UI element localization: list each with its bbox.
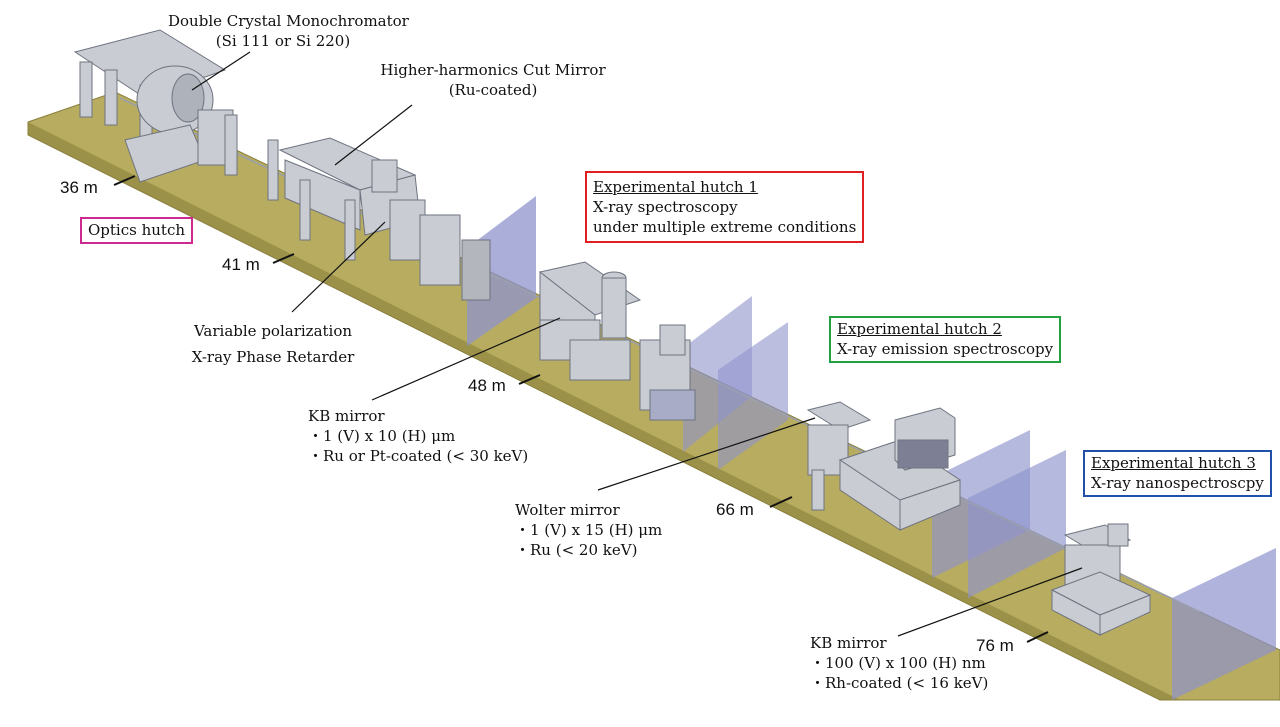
leader-lines [191,51,1083,637]
hhcm-label: Higher-harmonics Cut Mirror (Ru-coated) [378,60,608,100]
distance-76m: 76 m [976,636,1014,655]
wolter-mirror-spec2: ・Ru (< 20 keV) [515,541,638,559]
kb-mirror-1-title: KB mirror [308,407,385,425]
hutch3-line1: X-ray nanospectroscpy [1091,474,1264,492]
dcm-label-line1: Double Crystal Monochromator [168,12,409,30]
phase-retarder-label: Variable polarization X-ray Phase Retard… [178,318,368,370]
optics-hutch-title: Optics hutch [88,221,186,239]
kb-mirror-2-label: KB mirror ・100 (V) x 100 (H) nm ・Rh-coat… [810,633,988,693]
kb-mirror-1-label: KB mirror ・1 (V) x 10 (H) μm ・Ru or Pt-c… [308,406,528,466]
shield-wall-5 [968,450,1066,598]
shield-wall-2 [683,296,752,452]
shield-wall-1 [467,196,536,346]
hutch1-equipment [538,261,696,421]
wolter-mirror-title: Wolter mirror [515,501,620,519]
hutch1-title: Experimental hutch 1 [593,178,758,196]
dcm-label: Double Crystal Monochromator (Si 111 or … [168,11,409,51]
hhcm-label-line1: Higher-harmonics Cut Mirror [380,61,606,79]
hutch2-line1: X-ray emission spectroscopy [837,340,1054,358]
distance-48m: 48 m [468,376,506,395]
hhcm-label-line2: (Ru-coated) [448,81,538,99]
monochromator-equipment [73,29,238,183]
kb-mirror-1-spec2: ・Ru or Pt-coated (< 30 keV) [308,447,529,465]
hutch3-title: Experimental hutch 3 [1091,454,1256,472]
kb-mirror-2-spec2: ・Rh-coated (< 16 keV) [810,674,989,692]
hutch1-line1: X-ray spectroscopy [593,198,738,216]
mirror-equipment [267,137,491,301]
hutch1-line2: under multiple extreme conditions [593,218,857,236]
distance-66m: 66 m [716,500,754,519]
kb-mirror-2-title: KB mirror [810,634,887,652]
distance-ticks [113,175,1049,643]
floor-edge [28,122,1180,700]
phase-retarder-label-line2: X-ray Phase Retarder [191,348,355,366]
shield-wall-6 [1172,548,1276,700]
optics-hutch-box: Optics hutch [80,217,194,244]
phase-retarder-label-line1: Variable polarization [193,322,353,340]
hutch2-equipment [806,401,962,531]
hutch2-title: Experimental hutch 2 [837,320,1002,338]
kb-mirror-1-spec1: ・1 (V) x 10 (H) μm [308,427,456,445]
wolter-mirror-spec1: ・1 (V) x 15 (H) μm [515,521,663,539]
shield-wall-3 [718,322,788,470]
hutch3-box: Experimental hutch 3 X-ray nanospectrosc… [1083,450,1272,497]
hutch3-equipment [1050,523,1152,636]
wolter-mirror-label: Wolter mirror ・1 (V) x 15 (H) μm ・Ru (< … [515,500,662,560]
kb-mirror-2-spec1: ・100 (V) x 100 (H) nm [810,654,986,672]
distance-36m: 36 m [60,178,98,197]
hutch1-box: Experimental hutch 1 X-ray spectroscopy … [585,171,865,243]
distance-41m: 41 m [222,255,260,274]
hutch2-box: Experimental hutch 2 X-ray emission spec… [829,316,1062,363]
dcm-label-line2: (Si 111 or Si 220) [215,32,351,50]
